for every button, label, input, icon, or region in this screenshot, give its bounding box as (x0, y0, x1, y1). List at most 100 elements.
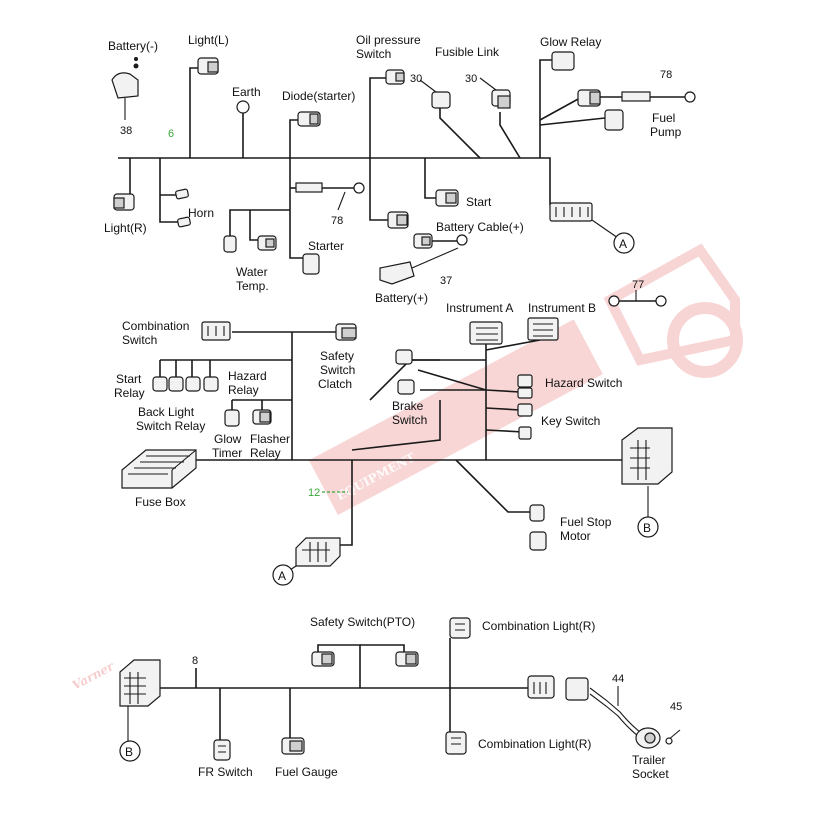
back-light-relay-label-1: Back Light (138, 405, 195, 419)
combination-switch-connector (201, 321, 231, 341)
water-temp-label-1: Water (236, 265, 268, 279)
combination-light-right-top-connector (449, 617, 471, 639)
callout-45: 45 (670, 701, 682, 713)
safety-switch-pto-label: Safety Switch(PTO) (310, 615, 415, 629)
safety-switch-clatch-connector (335, 323, 357, 341)
battery-negative-label: Battery(-) (108, 39, 158, 53)
connector-b-label-middle: B (643, 521, 651, 535)
earth-terminal (236, 100, 250, 114)
callout-78b: 78 (331, 215, 343, 227)
starter-fuse (295, 182, 323, 193)
instrument-a-label: Instrument A (446, 301, 513, 315)
combination-light-right-bottom-connector (445, 731, 467, 755)
fuse-box-label: Fuse Box (135, 495, 186, 509)
brake-switch-label-2: Switch (392, 413, 427, 427)
combination-switch-label-2: Switch (122, 333, 157, 347)
starter-ring-terminal (337, 182, 365, 211)
watermark-brand-block: EQUIPMENT (308, 319, 603, 516)
fuel-stop-motor-connector (529, 504, 547, 551)
brake-switch-connector-1 (395, 349, 413, 365)
glow-relay-label: Glow Relay (540, 35, 601, 49)
flasher-relay-label-1: Flasher (250, 432, 290, 446)
top-harness: Battery(-) 38 6 Light(L) Earth Diode(sta… (104, 33, 696, 305)
brake-switch-label-1: Brake (392, 399, 424, 413)
watermark-script: Varner (70, 658, 118, 692)
safety-switch-label-1: Safety (320, 349, 354, 363)
fuel-pump-label-1: Fuel (652, 111, 675, 125)
battery-cable-connector-1 (387, 211, 409, 229)
bottom-harness: B 8 Safety Switch(PTO) Combination Light… (119, 615, 682, 781)
trailer-socket-label-1: Trailer (632, 753, 666, 767)
starter-label: Starter (308, 239, 344, 253)
callout-44: 44 (612, 673, 624, 685)
relay-connectors (152, 376, 219, 392)
combination-switch-label-1: Combination (122, 319, 189, 333)
flasher-relay-label-2: Relay (250, 446, 281, 460)
starter-connector (302, 253, 320, 275)
combination-light-right-bottom-label: Combination Light(R) (478, 737, 591, 751)
callout-77: 77 (632, 279, 644, 291)
fuel-stop-motor-label-2: Motor (560, 529, 591, 543)
safety-switch-label-2: Switch (320, 363, 355, 377)
start-relay-label-1: Start (116, 372, 142, 386)
fuel-pump-fuse (621, 91, 651, 102)
glow-timer-label-2: Timer (212, 446, 242, 460)
trailer-harness-connector (527, 675, 555, 699)
diode-starter-label: Diode(starter) (282, 89, 355, 103)
battery-cable-connector-2 (413, 233, 433, 249)
hazard-relay-label-2: Relay (228, 383, 259, 397)
fuel-stop-motor-label-1: Fuel Stop (560, 515, 612, 529)
callout-6: 6 (168, 128, 174, 140)
fusible-link-connector-1 (419, 79, 451, 109)
key-switch-connector (517, 403, 533, 440)
water-temp-connector-1 (223, 235, 237, 253)
safety-switch-label-3: Clatch (318, 377, 352, 391)
earth-label: Earth (232, 85, 261, 99)
hazard-relay-label-1: Hazard (228, 369, 267, 383)
ring-terminal-77 (608, 290, 667, 307)
diode-starter-connector (297, 111, 321, 127)
start-relay-label-2: Relay (114, 386, 145, 400)
callout-12: 12 (308, 487, 320, 499)
water-temp-label-2: Temp. (236, 279, 269, 293)
fuse-box (121, 449, 197, 489)
fusible-link-label: Fusible Link (435, 45, 500, 59)
horn-connector-1 (175, 188, 189, 200)
callout-38: 38 (120, 125, 132, 137)
hazard-switch-label: Hazard Switch (545, 376, 622, 390)
connector-a-block-top (549, 202, 635, 254)
back-light-relay-label-2: Switch Relay (136, 419, 205, 433)
connector-a-label-top: A (619, 237, 627, 251)
hazard-switch-connector (517, 374, 533, 399)
fuel-pump-relay-connector (577, 89, 601, 107)
brake-switch-connector-2 (397, 379, 415, 395)
connector-b-block-bottom (119, 659, 161, 762)
glow-relay-connector (551, 51, 575, 71)
fuel-pump-connector (604, 109, 624, 131)
middle-harness: Combination Switch Safety Switch Clatch … (114, 279, 673, 586)
instrument-b-label: Instrument B (528, 301, 596, 315)
fuel-pump-ring-terminal (684, 91, 696, 103)
fr-switch-label: FR Switch (198, 765, 253, 779)
start-label: Start (466, 195, 492, 209)
fuel-gauge-label: Fuel Gauge (275, 765, 338, 779)
battery-positive-label: Battery(+) (375, 291, 428, 305)
light-left-connector (197, 57, 219, 75)
fuel-pump-label-2: Pump (650, 125, 682, 139)
instrument-b-connector (527, 317, 559, 341)
callout-8: 8 (192, 655, 198, 667)
connector-a-block-middle (272, 537, 341, 586)
light-left-label: Light(L) (188, 33, 229, 47)
fr-switch-connector (213, 739, 231, 761)
horn-label: Horn (188, 206, 214, 220)
trailer-socket-label-2: Socket (632, 767, 669, 781)
callout-30b: 30 (465, 73, 477, 85)
oil-pressure-switch-connector (385, 69, 405, 85)
trailer-socket (635, 727, 661, 749)
oil-pressure-label-2: Switch (356, 47, 391, 61)
trailer-plug (565, 677, 641, 737)
callout-78a: 78 (660, 69, 672, 81)
connector-a-label-middle: A (278, 569, 286, 583)
battery-positive-terminal (379, 261, 415, 285)
